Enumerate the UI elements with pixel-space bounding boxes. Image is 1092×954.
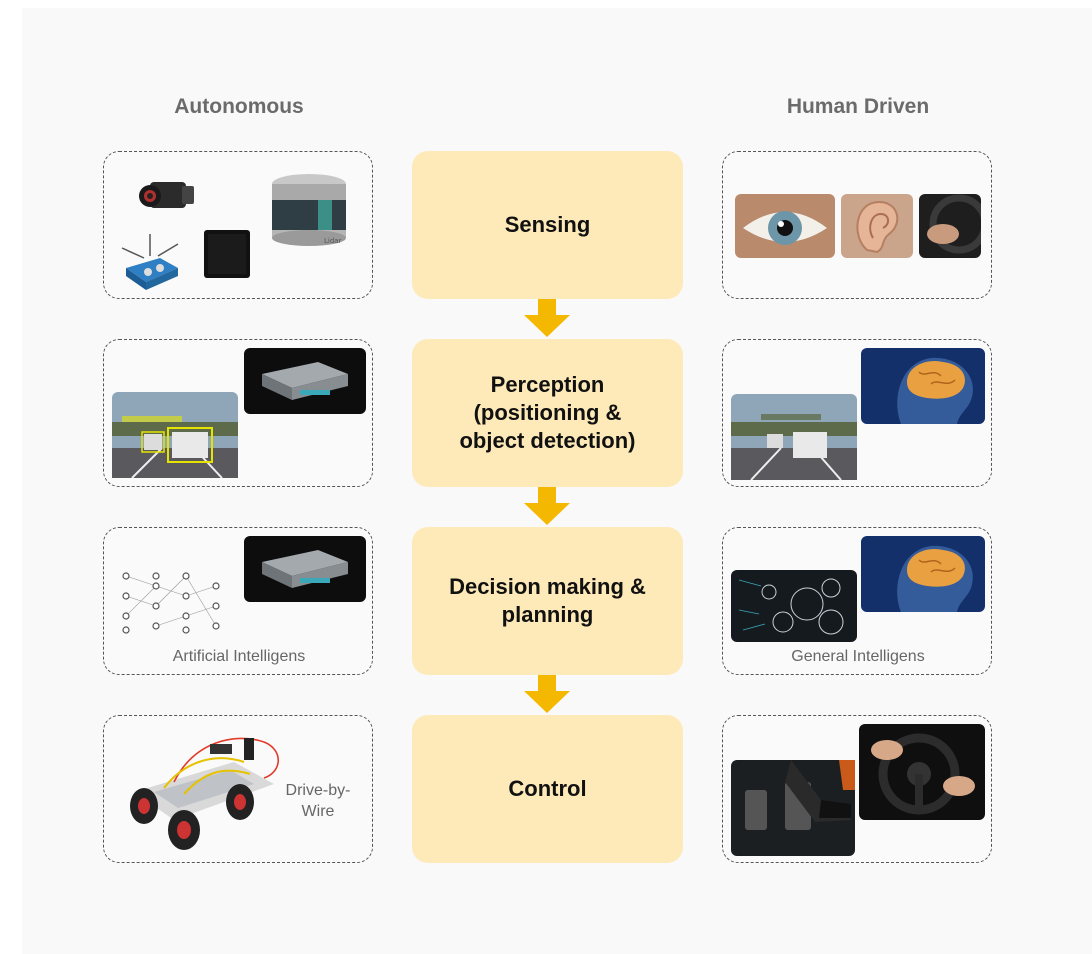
lidar-label: Lidar — [324, 237, 342, 245]
compute-unit-icon — [244, 536, 366, 602]
drive-by-wire-caption: Drive-by- Wire — [285, 782, 351, 820]
general-intelligence-caption: General Intelligens — [791, 648, 925, 665]
human-perception-box — [722, 339, 992, 487]
ev-chassis-icon — [130, 737, 280, 850]
road-view-photo — [731, 394, 857, 480]
brain-icon — [861, 348, 985, 424]
autonomous-sensing-box: Lidar — [103, 151, 373, 299]
neural-network-icon — [122, 572, 220, 634]
road-detection-photo — [112, 392, 238, 478]
autonomous-decision-box: Artificial Intelligens — [103, 527, 373, 675]
compute-unit-icon — [244, 348, 366, 414]
artificial-intelligence-caption: Artificial Intelligens — [172, 648, 306, 665]
eye-icon — [735, 194, 835, 258]
autonomous-control-box: Drive-by- Wire — [103, 715, 373, 863]
ear-icon — [841, 194, 913, 258]
neurons-icon — [731, 570, 857, 642]
stage-perception: Perception (positioning & object detecti… — [412, 339, 683, 487]
autonomous-perception-box — [103, 339, 373, 487]
human-decision-box: General Intelligens — [722, 527, 992, 675]
steering-wheel-icon — [859, 724, 985, 820]
lidar-icon: Lidar — [272, 174, 346, 246]
stage-control: Control — [412, 715, 683, 863]
human-sensing-box — [722, 151, 992, 299]
stage-decision-making: Decision making & planning — [412, 527, 683, 675]
arrow-down-icon — [524, 299, 570, 337]
human-driven-column-title: Human Driven — [786, 95, 930, 118]
arrow-down-icon — [524, 675, 570, 713]
human-control-box — [722, 715, 992, 863]
hand-on-wheel-icon — [919, 194, 981, 258]
arrow-down-icon — [524, 487, 570, 525]
brain-icon — [861, 536, 985, 612]
camera-icon — [139, 182, 194, 208]
imu-icon — [121, 234, 179, 290]
stage-sensing: Sensing — [412, 151, 683, 299]
radar-icon — [204, 230, 250, 278]
pedals-icon — [731, 760, 855, 856]
autonomous-column-title: Autonomous — [174, 95, 304, 118]
